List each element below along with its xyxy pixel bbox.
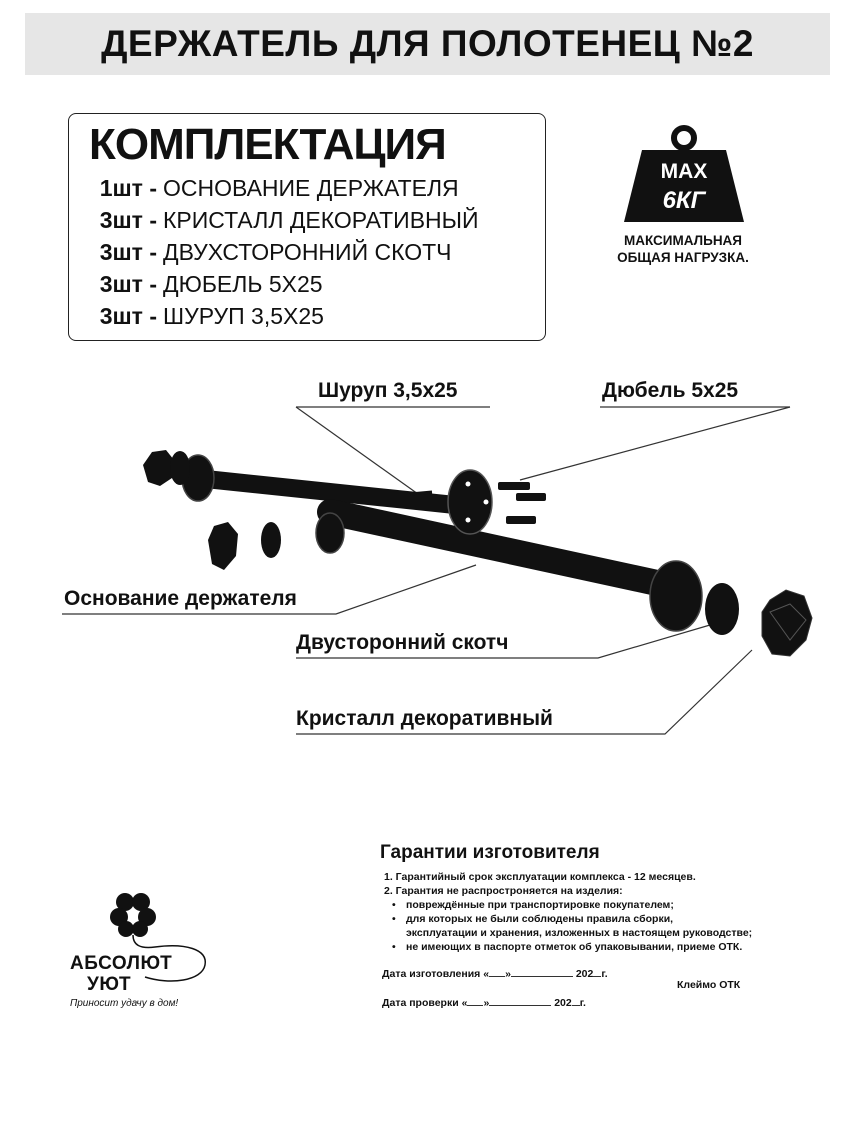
kit-item: 3шт -КРИСТАЛЛ ДЕКОРАТИВНЫЙ (91, 204, 479, 236)
screw-part (409, 490, 433, 496)
base-hole (465, 517, 471, 523)
label-base: Основание держателя (64, 587, 297, 610)
warranty-bullet-text: повреждённые при транспортировке покупат… (406, 899, 674, 911)
max-load-caption-line1: МАКСИМАЛЬНАЯ (623, 233, 743, 248)
dowel-part (498, 482, 546, 524)
year-suffix: г. (579, 997, 586, 1009)
kit-item-name: ОСНОВАНИЕ ДЕРЖАТЕЛЯ (163, 175, 459, 201)
bullet-dot: • (392, 941, 396, 953)
kit-item-qty: 3шт - (99, 239, 157, 265)
crystal-washer (170, 451, 190, 485)
arm-end-cap-back (315, 512, 345, 554)
kit-item: 3шт -ДВУХСТОРОННИЙ СКОТЧ (91, 236, 479, 268)
kit-item: 3шт -ДЮБЕЛЬ 5Х25 (91, 268, 479, 300)
kit-item-qty: 1шт - (99, 175, 157, 201)
leader-line-crystal (296, 649, 753, 735)
bullet-dot: • (392, 913, 396, 925)
logo-name-line1: АБСОЛЮТ (70, 953, 173, 974)
check-date-label: Дата проверки « (382, 997, 468, 1009)
year-prefix: 202 (575, 968, 594, 980)
label-screw: Шуруп 3,5x25 (318, 379, 458, 402)
logo-slogan: Приносит удачу в дом! (70, 998, 179, 1009)
base-hole (483, 499, 489, 505)
manufacture-date-field: Дата изготовления « » 202 г. (382, 966, 608, 980)
label-tape: Двусторонний скотч (296, 631, 509, 654)
arm-end-disc (649, 560, 703, 632)
kit-list: 1шт -ОСНОВАНИЕ ДЕРЖАТЕЛЯ 3шт -КРИСТАЛЛ Д… (91, 172, 479, 332)
bullet-dot: • (392, 899, 396, 911)
holder-arm-short (187, 469, 464, 514)
warranty-line: 1. Гарантийный срок эксплуатации комплек… (384, 871, 696, 883)
check-date-field: Дата проверки « » 202 г. (382, 995, 586, 1009)
warranty-section: Гарантии изготовителя 1. Гарантийный сро… (380, 842, 820, 954)
warranty-bullet-text: для которых не были соблюдены правила сб… (406, 913, 674, 925)
warranty-bullet-cont: эксплуатации и хранения, изложенных в на… (406, 927, 753, 939)
quote-close: » (505, 968, 511, 980)
max-load-caption: МАКСИМАЛЬНАЯ ОБЩАЯ НАГРУЗКА. (583, 232, 783, 266)
weight-icon: MAX 6КГ (624, 125, 744, 222)
warranty-bullet: • не имеющих в паспорте отметок об упаков… (380, 940, 820, 954)
tape-loose (261, 522, 281, 558)
logo-name-line2: УЮТ (87, 974, 132, 995)
warranty-bullet: • повреждённые при транспортировке покупа… (380, 898, 820, 912)
kit-item-name: ДВУХСТОРОННИЙ СКОТЧ (163, 239, 452, 265)
kit-item: 3шт -ШУРУП 3,5Х25 (91, 300, 479, 332)
crystal-large (761, 589, 813, 657)
holder-arm-long (317, 499, 693, 601)
label-crystal: Кристалл декоративный (296, 707, 553, 730)
label-dowel: Дюбель 5x25 (602, 379, 739, 402)
warranty-title: Гарантии изготовителя (380, 842, 600, 863)
base-hole (465, 481, 471, 487)
exploded-view-diagram (62, 406, 813, 735)
year-prefix: 202 (554, 997, 572, 1009)
kit-item-qty: 3шт - (99, 303, 157, 329)
leader-line-tape (296, 624, 711, 659)
otk-stamp-label: Клеймо ОТК (677, 979, 741, 991)
kit-contents-box: КОМПЛЕКТАЦИЯ 1шт -ОСНОВАНИЕ ДЕРЖАТЕЛЯ 3ш… (68, 113, 546, 341)
clover-logo-icon (110, 893, 206, 982)
wall-base-plate (447, 469, 493, 535)
warranty-bullet: • для которых не были соблюдены правила с… (380, 912, 820, 926)
kit-item-name: ШУРУП 3,5Х25 (163, 303, 324, 329)
page-header: ДЕРЖАТЕЛЬ ДЛЯ ПОЛОТЕНЕЦ №2 (25, 13, 830, 75)
crystal-facets (769, 603, 807, 641)
kit-item: 1шт -ОСНОВАНИЕ ДЕРЖАТЕЛЯ (91, 172, 479, 204)
crystal-loose (208, 522, 238, 570)
kit-item-qty: 3шт - (99, 207, 157, 233)
warranty-bullet-text: не имеющих в паспорте отметок об упаковы… (406, 941, 743, 953)
quote-close: » (483, 997, 490, 1009)
crystal-small (143, 450, 174, 486)
kit-title: КОМПЛЕКТАЦИЯ (89, 120, 447, 169)
leader-line-screw (295, 406, 419, 495)
tape-end (705, 583, 739, 635)
leader-line-dowel (519, 406, 791, 481)
leader-line-base (62, 564, 477, 615)
weight-max-label: MAX (661, 160, 708, 183)
kit-item-name: ДЮБЕЛЬ 5Х25 (163, 271, 323, 297)
weight-value: 6КГ (663, 187, 707, 214)
page-title: ДЕРЖАТЕЛЬ ДЛЯ ПОЛОТЕНЕЦ №2 (101, 23, 754, 64)
max-load-caption-line2: ОБЩАЯ НАГРУЗКА. (617, 250, 749, 265)
kit-item-name: КРИСТАЛЛ ДЕКОРАТИВНЫЙ (163, 207, 479, 233)
warranty-line: 2. Гарантия не распростроняется на издел… (384, 885, 623, 897)
year-suffix: г. (601, 968, 608, 980)
kit-item-qty: 3шт - (99, 271, 157, 297)
manufacture-date-label: Дата изготовления « (382, 968, 490, 980)
